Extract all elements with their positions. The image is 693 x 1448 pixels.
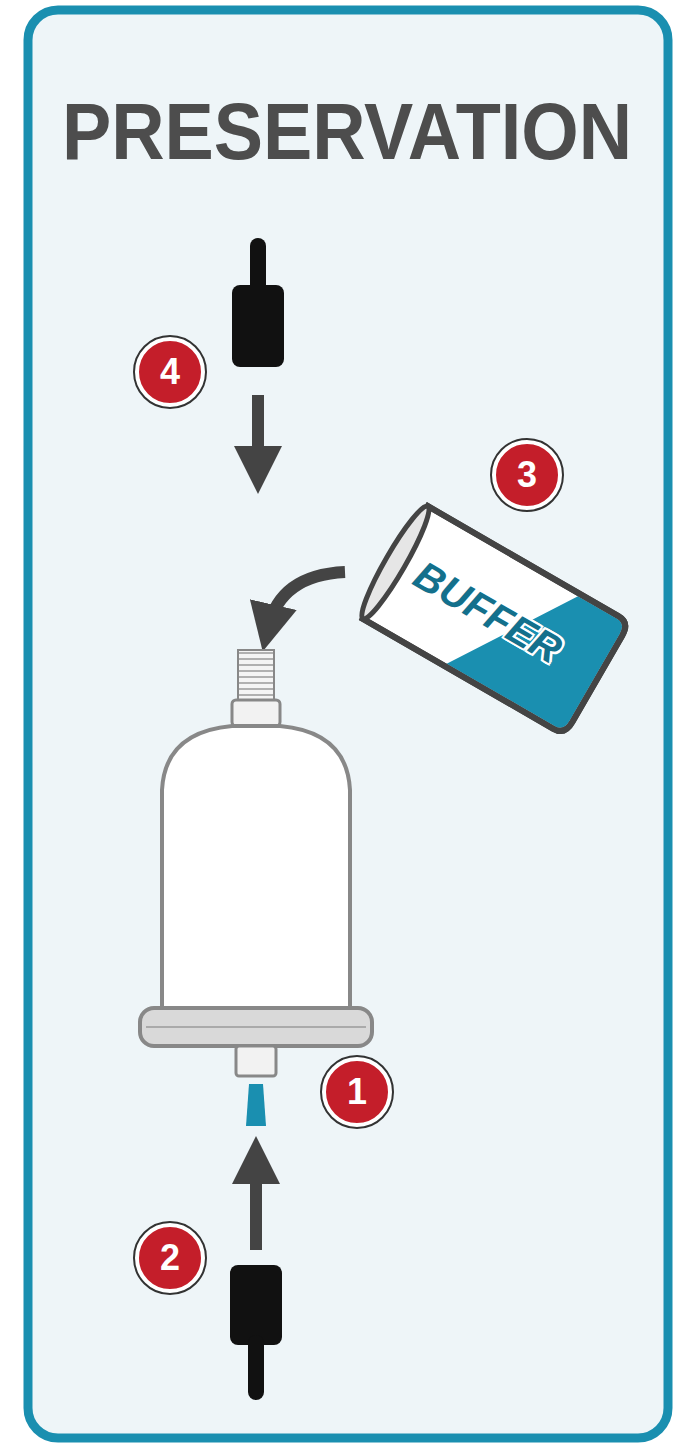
callout-number: 1: [325, 1060, 389, 1124]
callout-number: 3: [495, 443, 559, 507]
outlet-plug: [246, 1084, 266, 1126]
pour-arrow: [268, 572, 345, 628]
filter-capsule: [140, 650, 372, 1076]
up-arrow: [250, 1160, 262, 1250]
callout-number: 2: [138, 1226, 202, 1290]
buffer-beaker: [354, 501, 629, 735]
top-cap: [232, 238, 284, 367]
callout-number: 4: [138, 340, 202, 404]
title: PRESERVATION: [61, 92, 631, 172]
frame: [28, 10, 668, 1438]
down-arrow: [252, 395, 264, 470]
callout-circles: [134, 336, 563, 1294]
bottom-cap: [230, 1265, 282, 1400]
